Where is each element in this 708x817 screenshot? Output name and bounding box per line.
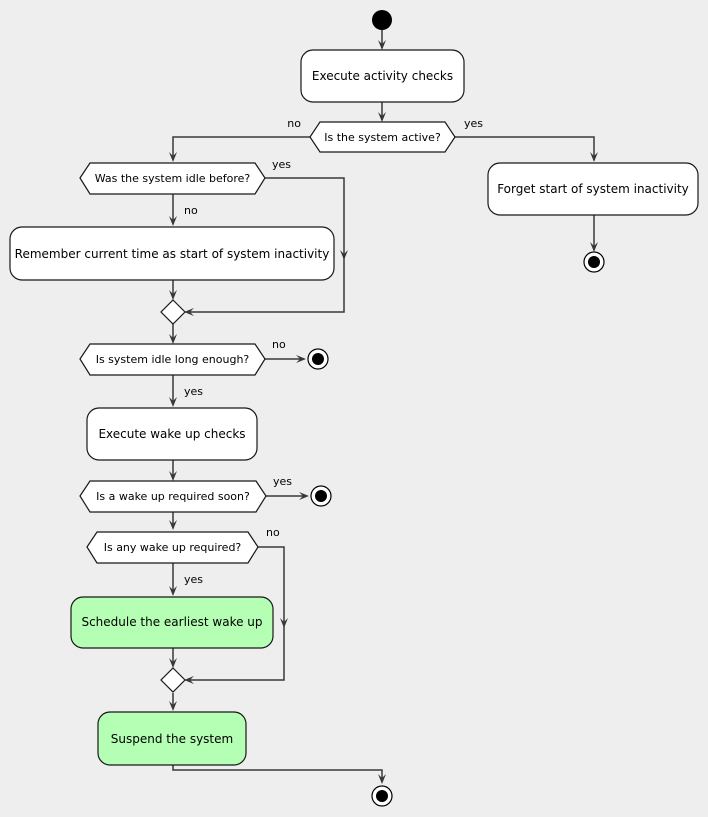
decision-label: Is system idle long enough? (96, 353, 250, 366)
arrowhead-right (296, 355, 306, 363)
edge-idle-before-yes (188, 177, 345, 313)
edge-suspend-to-end (172, 765, 383, 780)
arrowhead-down (169, 397, 177, 407)
arrowhead-right (299, 492, 309, 500)
arrowhead-down (340, 250, 348, 260)
edge-label-idle-long-yes: yes (184, 385, 203, 398)
edge-label-any-yes: yes (184, 573, 203, 586)
edge-active-no (172, 136, 310, 158)
decision-label: Was the system idle before? (95, 172, 251, 185)
activity-label: Suspend the system (111, 732, 233, 746)
connectors (172, 30, 595, 780)
merge-diamond (160, 299, 186, 325)
activity-forget-start: Forget start of system inactivity (487, 162, 699, 216)
edge-active-yes (455, 136, 595, 158)
activity-label: Schedule the earliest wake up (81, 615, 262, 629)
start-node (372, 10, 392, 30)
edge-label-idle-long-no: no (272, 338, 286, 351)
edge-label-idle-before-no: no (184, 204, 198, 217)
decision-label: Is any wake up required? (104, 541, 242, 554)
arrowhead-down (378, 112, 386, 122)
arrowhead-down (590, 152, 598, 162)
edge-label-soon-yes: yes (273, 475, 292, 488)
end-node-idle-long (307, 348, 329, 370)
decision-label: Is the system active? (324, 131, 441, 144)
end-node-forget (583, 251, 605, 273)
arrowhead-down (169, 290, 177, 300)
arrowhead-left (184, 308, 194, 316)
decision-idle-before: Was the system idle before? (79, 162, 266, 195)
edge-label-active-no: no (287, 117, 301, 130)
activity-schedule-wake-up: Schedule the earliest wake up (70, 596, 274, 649)
decision-label: Is a wake up required soon? (96, 490, 250, 503)
arrowhead-down (378, 40, 386, 50)
edge-any-no (188, 546, 285, 681)
activity-suspend-system: Suspend the system (97, 711, 247, 766)
arrowheads (169, 40, 598, 784)
activity-execute-wake-up-checks: Execute wake up checks (86, 407, 258, 461)
end-node-final (371, 785, 393, 807)
arrowhead-down (169, 701, 177, 711)
edge-label-any-no: no (266, 526, 280, 539)
arrowhead-down (169, 152, 177, 162)
activity-label: Remember current time as start of system… (15, 247, 330, 261)
merge-diamond (160, 667, 186, 693)
arrowhead-down (590, 242, 598, 252)
edge-labels: no yes yes no no yes yes no yes (184, 117, 483, 586)
activity-execute-activity-checks: Execute activity checks (300, 49, 465, 103)
edge-label-idle-before-yes: yes (272, 158, 291, 171)
activity-remember-time: Remember current time as start of system… (9, 226, 335, 281)
arrowhead-down (280, 618, 288, 628)
end-node-wake-soon (310, 485, 332, 507)
arrowhead-down (169, 471, 177, 481)
decision-system-active: Is the system active? (309, 121, 456, 153)
arrowhead-down (169, 216, 177, 226)
arrowhead-down (169, 586, 177, 596)
activity-label: Forget start of system inactivity (497, 182, 689, 196)
activity-label: Execute wake up checks (98, 427, 245, 441)
edge-label-active-yes: yes (464, 117, 483, 130)
activity-label: Execute activity checks (312, 69, 453, 83)
arrowhead-down (378, 774, 386, 784)
arrowhead-left (184, 676, 194, 684)
arrowhead-down (169, 334, 177, 344)
decision-idle-long-enough: Is system idle long enough? (79, 343, 266, 376)
arrowhead-down (169, 520, 177, 530)
decision-wake-up-soon: Is a wake up required soon? (79, 480, 267, 513)
decision-any-wake-up: Is any wake up required? (86, 531, 259, 564)
arrowhead-down (169, 658, 177, 668)
